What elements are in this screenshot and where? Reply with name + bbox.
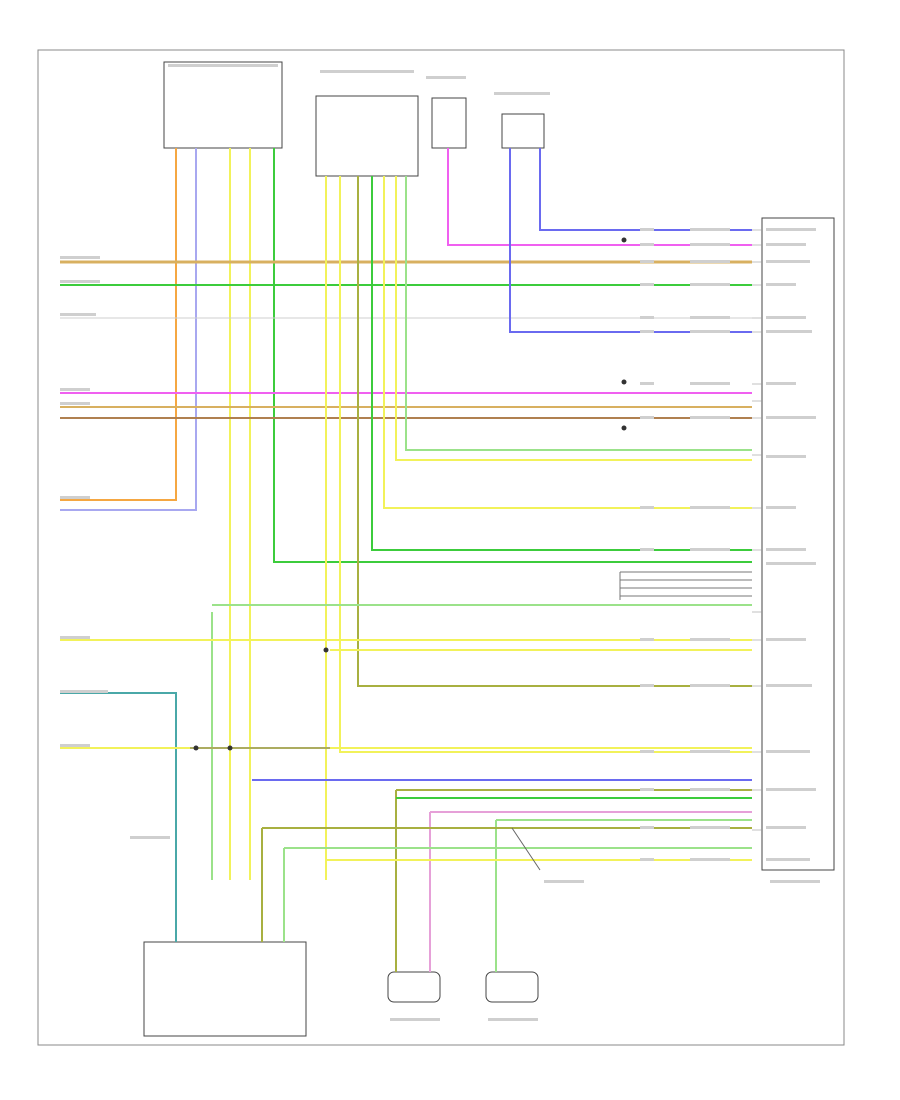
module-pin-ticks [752, 229, 762, 831]
wire-blue-top [539, 148, 752, 231]
wire-yellow-c2-2 [339, 176, 752, 753]
wire-yellow-c2-3 [383, 176, 752, 509]
wires [60, 148, 752, 972]
wire-olive-c2 [357, 176, 752, 687]
splice-dots [193, 237, 627, 751]
wire-green-c2 [371, 176, 752, 551]
wire-lavender [60, 148, 197, 511]
label-marks [60, 64, 820, 1021]
wire-orange [60, 148, 177, 501]
sensor-bottom-2 [485, 971, 539, 1003]
wire-yellow-c2-4 [395, 176, 752, 461]
connector-box-top-3 [431, 97, 467, 149]
wire-green-long [273, 148, 752, 563]
wire-gray-sensor [511, 827, 541, 871]
wire-teal [60, 692, 177, 942]
connector-box-top-1 [163, 61, 283, 149]
wire-lightgreen-c2 [405, 176, 752, 451]
connector-box-top-4 [501, 113, 545, 149]
connector-box-bottom-left [143, 941, 307, 1037]
diagram-frame [37, 49, 845, 1046]
wire-blue-top-2 [509, 148, 752, 333]
sensor-bottom-1 [387, 971, 441, 1003]
module-box-right [761, 217, 835, 871]
wire-gray-branch [619, 571, 752, 600]
connector-box-top-2 [315, 95, 419, 177]
